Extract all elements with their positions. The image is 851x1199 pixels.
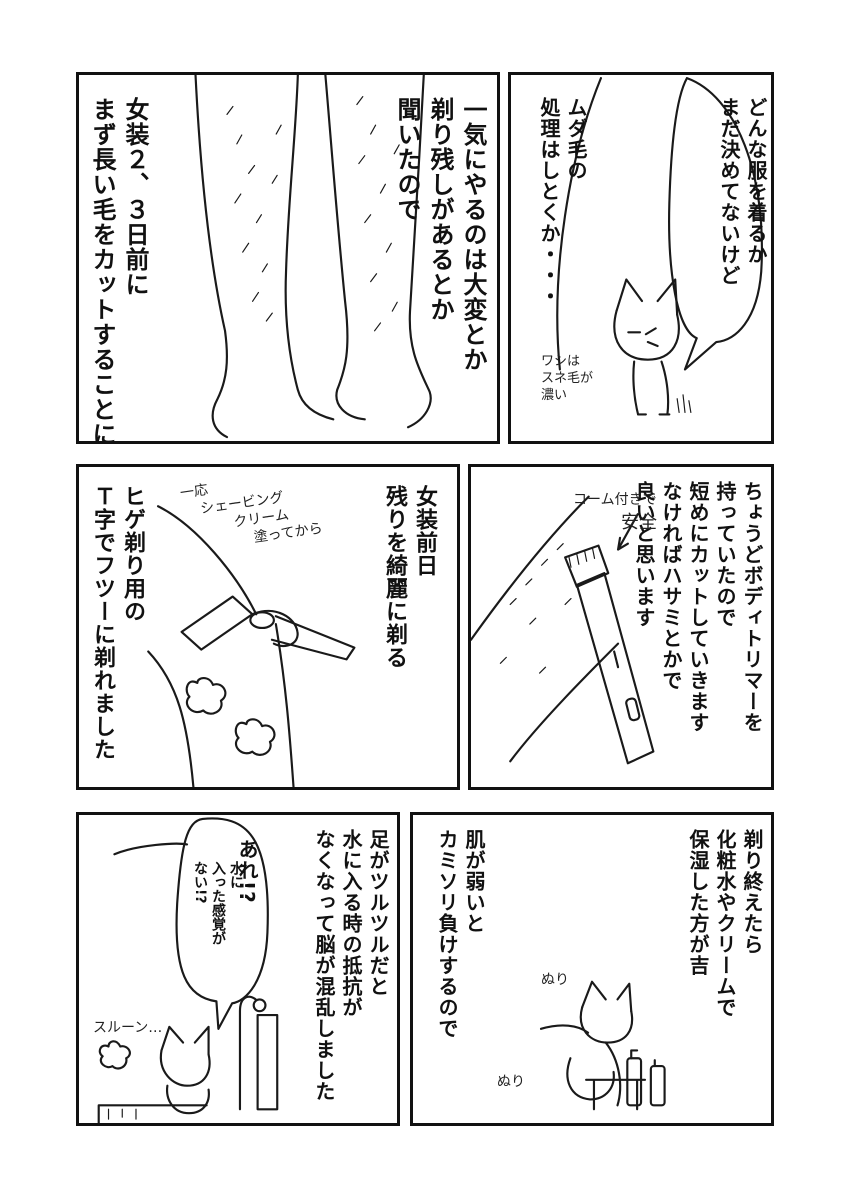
caption-trim-first: 女装２、３日前に まず長い毛をカットすることに bbox=[88, 97, 149, 444]
legs-illustration bbox=[194, 75, 432, 439]
sfx-slide: スルーン… bbox=[93, 1020, 163, 1036]
panel-razor: 女装前日 残りを綺麗に剃る ヒゲ剃り用の Ｔ字でフツーに剃れました 一応 シェー… bbox=[76, 464, 460, 790]
aside-hairy-shins: ワシは スネ毛が 濃い bbox=[541, 354, 594, 403]
moisturize-illustration bbox=[539, 980, 666, 1111]
caption-smooth-legs: 足がツルツルだと 水に入る時の抵抗が なくなって脳が混乱しました bbox=[312, 829, 390, 1102]
speech-what-to-wear: どんな服を着るか まだ決めてないけど bbox=[717, 97, 768, 286]
annotation-safe: 安全 bbox=[621, 512, 657, 533]
caption-quick-shave: 一気にやるのは大変とか 剃り残しがあるとか 聞いたので bbox=[393, 97, 487, 372]
panel-trimmer: ちょうどボディトリマーを 持っていたので 短めにカットしていきます なければハサ… bbox=[468, 464, 774, 790]
caption-trimmer: ちょうどボディトリマーを 持っていたので 短めにカットしていきます なければハサ… bbox=[632, 481, 764, 733]
caption-day-before: 女装前日 残りを綺麗に剃る bbox=[382, 485, 437, 669]
speech-huh: あれ!? bbox=[235, 839, 259, 904]
caption-shaved-easily: ヒゲ剃り用の Ｔ字でフツーに剃れました bbox=[90, 485, 145, 761]
caption-hair-removal: ムダ毛の 処理はしとくか・・・ bbox=[537, 97, 588, 307]
razor-illustration bbox=[147, 505, 356, 787]
trimmer-illustration bbox=[471, 495, 655, 765]
cat-illustration bbox=[556, 77, 763, 416]
caption-moisturize: 剃り終えたら 化粧水やクリームで 保湿した方が吉 bbox=[686, 829, 764, 1018]
panel-moisturize: 剃り終えたら 化粧水やクリームで 保湿した方が吉 肌が弱いと カミソリ負けするの… bbox=[410, 812, 774, 1126]
pool-illustration bbox=[97, 817, 279, 1123]
panel-legs: 一気にやるのは大変とか 剃り残しがあるとか 聞いたので 女装２、３日前に まず長… bbox=[76, 72, 500, 444]
sfx-rub-2: ぬり bbox=[497, 1074, 525, 1090]
panel-cat-thinking: どんな服を着るか まだ決めてないけど ムダ毛の 処理はしとくか・・・ ワシは ス… bbox=[508, 72, 774, 444]
panel-pool: 足がツルツルだと 水に入る時の抵抗が なくなって脳が混乱しました あれ!? 水に… bbox=[76, 812, 400, 1126]
annotation-comb-safe: コーム付きで bbox=[573, 492, 657, 508]
caption-razor-burn: 肌が弱いと カミソリ負けするので bbox=[435, 829, 486, 1039]
sfx-rub-1: ぬり bbox=[541, 972, 569, 988]
speech-no-water-feeling: 水に 入った感覚が ない!? bbox=[192, 861, 244, 945]
